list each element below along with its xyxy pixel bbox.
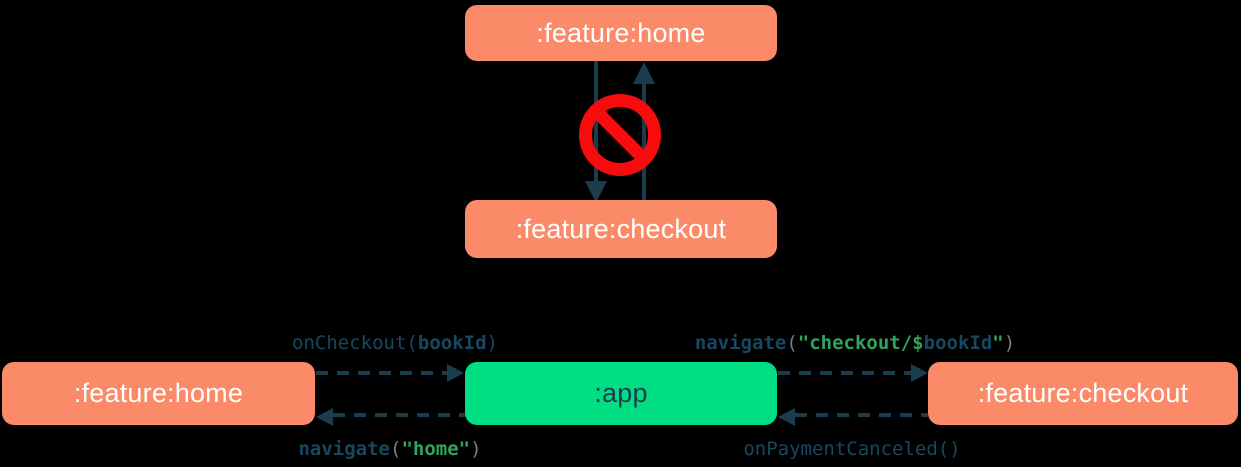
code-label-oncheckout: onCheckout(bookId) bbox=[260, 331, 530, 355]
code-label-navigate-home: navigate("home") bbox=[280, 437, 500, 461]
arrowhead-left-icon bbox=[316, 408, 333, 426]
no-entry-slash bbox=[594, 109, 646, 161]
code-token: "checkout/$ bbox=[797, 332, 924, 354]
code-token: ) bbox=[1003, 332, 1016, 354]
code-token: navigate bbox=[694, 332, 787, 354]
code-token: " bbox=[992, 332, 1004, 354]
module-box-app: :app bbox=[465, 362, 777, 425]
code-token: onPaymentCanceled() bbox=[743, 438, 961, 460]
code-token: ) bbox=[486, 332, 498, 354]
arrowhead-right-icon bbox=[447, 364, 464, 382]
module-box-feature-checkout-top: :feature:checkout bbox=[465, 200, 777, 258]
code-token: bookId bbox=[923, 332, 993, 354]
code-token: ) bbox=[470, 438, 482, 460]
code-label-onpaymentcanceled: onPaymentCanceled() bbox=[728, 437, 976, 461]
arrowhead-down-icon bbox=[585, 181, 607, 203]
module-label: :feature:home bbox=[536, 17, 706, 48]
module-box-feature-home-bottom: :feature:home bbox=[2, 362, 315, 425]
code-label-navigate-checkout: navigate("checkout/$bookId") bbox=[672, 331, 1038, 355]
module-box-feature-checkout-bottom: :feature:checkout bbox=[928, 362, 1238, 425]
code-token: ( bbox=[786, 332, 798, 354]
edge-checkout-to-app-line bbox=[795, 413, 928, 417]
arrowhead-left-icon bbox=[778, 408, 795, 426]
module-label: :app bbox=[594, 378, 648, 408]
code-token: navigate bbox=[298, 438, 390, 460]
no-entry-icon bbox=[579, 94, 661, 176]
arrowhead-up-icon bbox=[633, 62, 655, 84]
code-token: ( bbox=[389, 438, 402, 460]
edge-app-to-home-line bbox=[333, 413, 465, 417]
edge-home-to-app-line bbox=[316, 371, 447, 375]
module-label: :feature:checkout bbox=[515, 213, 727, 244]
module-label: :feature:checkout bbox=[977, 378, 1189, 408]
edge-app-to-checkout-line bbox=[778, 371, 911, 375]
arrowhead-right-icon bbox=[911, 364, 928, 382]
module-box-feature-home-top: :feature:home bbox=[465, 5, 777, 61]
code-token: bookId bbox=[417, 332, 487, 354]
code-token: "home" bbox=[401, 438, 471, 460]
code-token: onCheckout( bbox=[292, 332, 418, 354]
module-label: :feature:home bbox=[73, 378, 244, 408]
